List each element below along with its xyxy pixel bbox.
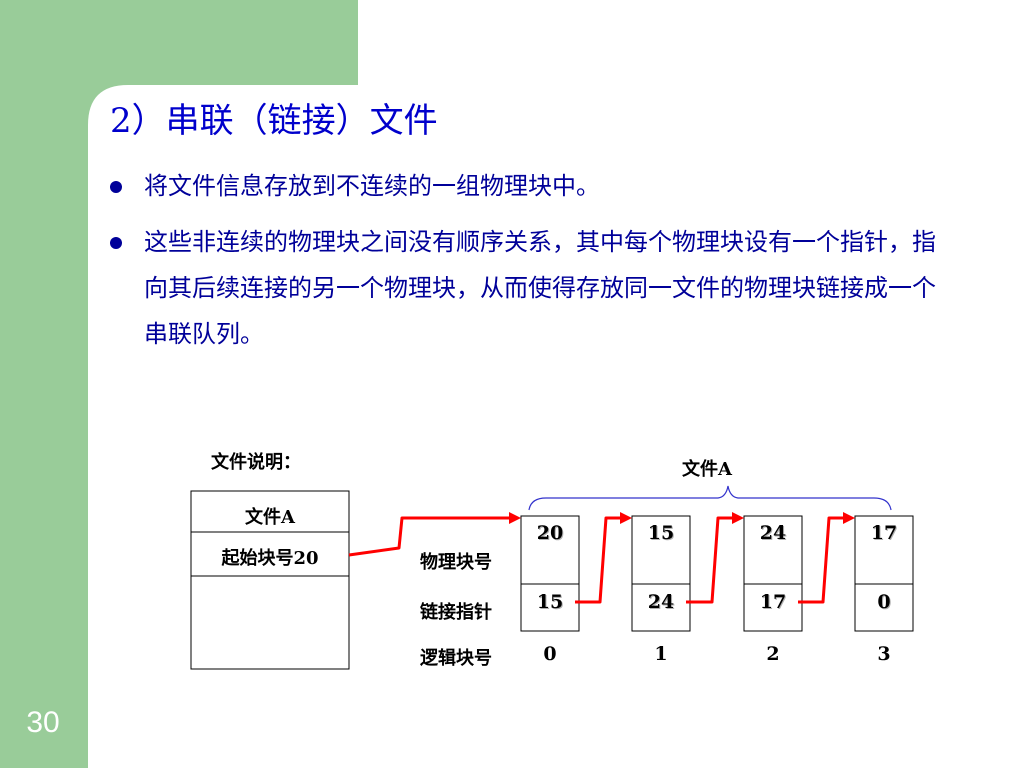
link-pointer-value: 24 — [647, 591, 675, 613]
bullet-item: 这些非连续的物理块之间没有顺序关系，其中每个物理块设有一个指针，指向其后续连接的… — [110, 219, 950, 359]
row-label-pointer: 链接指针 — [420, 602, 492, 623]
physical-block-number: 17 — [870, 522, 898, 544]
link-pointer-value: 0 — [877, 591, 891, 613]
link-pointer-value: 17 — [759, 591, 787, 613]
physical-block-number: 24 — [759, 522, 787, 544]
bullet-item: 将文件信息存放到不连续的一组物理块中。 — [110, 163, 950, 209]
directory-file-name: 文件A — [245, 507, 295, 528]
link-arrow — [798, 516, 845, 604]
arrowhead-icon — [509, 512, 521, 524]
logical-block-number: 1 — [654, 643, 668, 665]
file-brace — [528, 485, 892, 511]
arrowhead-icon — [620, 512, 632, 524]
logical-block-number: 3 — [877, 643, 891, 665]
bullet-dot-icon — [110, 181, 122, 193]
physical-block-number: 20 — [536, 522, 564, 544]
bullet-dot-icon — [110, 237, 122, 249]
page-number: 30 — [26, 706, 60, 739]
green-sidebar — [0, 0, 358, 768]
arrowhead-icon — [732, 512, 744, 524]
directory-entry-box — [190, 490, 350, 670]
logical-block-number: 0 — [543, 643, 557, 665]
physical-block-box — [854, 515, 914, 632]
file-label: 文件A — [682, 459, 732, 480]
bullet-text: 这些非连续的物理块之间没有顺序关系，其中每个物理块设有一个指针，指向其后续连接的… — [144, 228, 936, 348]
directory-label: 文件说明： — [211, 452, 301, 473]
row-label-physical: 物理块号 — [420, 552, 492, 573]
bullet-text: 将文件信息存放到不连续的一组物理块中。 — [144, 172, 600, 200]
physical-block-box — [631, 515, 691, 632]
link-arrow — [686, 516, 734, 604]
link-pointer-value: 15 — [536, 591, 564, 613]
logical-block-number: 2 — [766, 643, 780, 665]
row-label-logical: 逻辑块号 — [420, 648, 492, 669]
physical-block-box — [743, 515, 803, 632]
physical-block-number: 15 — [647, 522, 675, 544]
directory-start-block: 起始块号20 — [221, 548, 319, 569]
arrowhead-icon — [843, 512, 855, 524]
start-link-arrow — [348, 516, 512, 557]
slide-title: 2）串联（链接）文件 — [110, 101, 438, 141]
link-arrow — [575, 516, 622, 604]
physical-block-box — [520, 515, 580, 632]
